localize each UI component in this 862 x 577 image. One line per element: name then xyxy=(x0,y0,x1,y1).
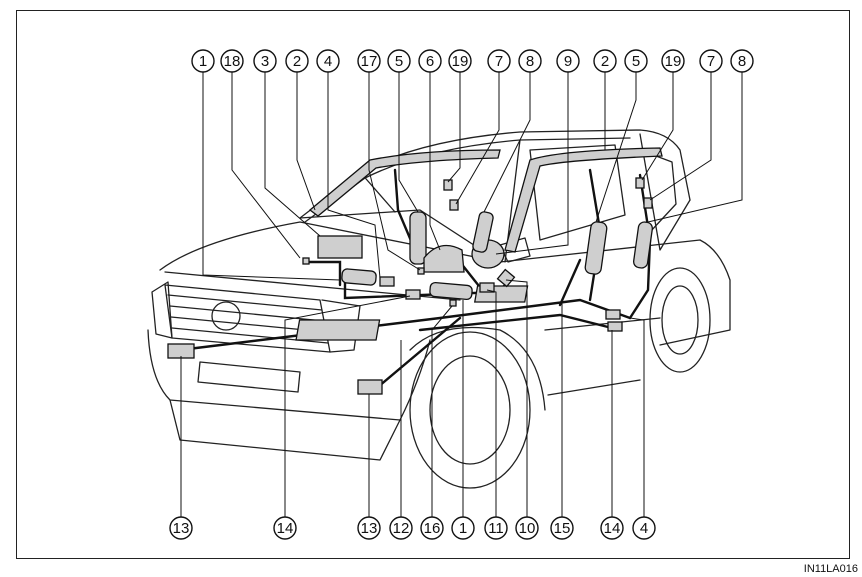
small-sensor-c xyxy=(417,267,425,275)
top-callout-9: 9 xyxy=(556,49,580,73)
bottom-callout-11: 11 xyxy=(484,516,508,540)
callout-number: 17 xyxy=(361,53,378,70)
top-callout-19: 19 xyxy=(448,49,472,73)
front-seat-cushion-airbag-left xyxy=(341,268,377,286)
roll-sensor-1 xyxy=(443,179,453,191)
top-callout-2: 2 xyxy=(593,49,617,73)
top-callout-7: 7 xyxy=(487,49,511,73)
curtain-airbag-left xyxy=(308,149,501,217)
seat-airbag-front-left xyxy=(409,211,427,265)
bottom-callout-10: 10 xyxy=(515,516,539,540)
callout-number: 5 xyxy=(632,53,640,70)
callout-number: 7 xyxy=(495,53,503,70)
callout-number: 1 xyxy=(199,53,207,70)
belt-pretensioner xyxy=(496,268,516,288)
callout-number: 8 xyxy=(526,53,534,70)
front-cushion-passenger xyxy=(472,211,494,253)
figure-frame xyxy=(16,10,850,559)
bottom-callout-14: 14 xyxy=(600,516,624,540)
connector-d xyxy=(605,309,621,320)
callout-number: 16 xyxy=(424,520,441,537)
front-sensor-right xyxy=(357,379,383,395)
callout-number: 5 xyxy=(395,53,403,70)
top-callout-1: 1 xyxy=(191,49,215,73)
callout-number: 15 xyxy=(554,520,571,537)
connector-b xyxy=(405,289,421,300)
callout-number: 4 xyxy=(324,53,332,70)
bottom-callout-1: 1 xyxy=(451,516,475,540)
callout-number: 3 xyxy=(261,53,269,70)
callout-number: 7 xyxy=(707,53,715,70)
front-sensor-left xyxy=(167,343,195,359)
small-sensor-a xyxy=(302,257,310,265)
top-callout-7: 7 xyxy=(699,49,723,73)
steering-airbag xyxy=(423,244,465,273)
bottom-callout-4: 4 xyxy=(632,516,656,540)
connector-c xyxy=(479,282,495,293)
callout-number: 6 xyxy=(426,53,434,70)
callout-number: 19 xyxy=(452,53,469,70)
connector-e xyxy=(607,321,623,332)
callout-number: 4 xyxy=(640,520,648,537)
airbag-ecu xyxy=(295,319,381,341)
callout-number: 11 xyxy=(488,520,504,537)
bottom-callout-13: 13 xyxy=(357,516,381,540)
roll-sensor-4 xyxy=(643,197,653,209)
callout-number: 13 xyxy=(361,520,378,537)
seat-airbag-front-right xyxy=(584,221,608,275)
seat-airbag-rear-right xyxy=(632,221,654,269)
top-callout-19: 19 xyxy=(661,49,685,73)
callout-number: 9 xyxy=(564,53,572,70)
top-callout-8: 8 xyxy=(730,49,754,73)
callout-number: 2 xyxy=(293,53,301,70)
curtain-airbags xyxy=(308,147,663,253)
callout-number: 10 xyxy=(519,520,536,537)
bottom-callout-12: 12 xyxy=(389,516,413,540)
front-seat-cushion-airbag-right xyxy=(429,281,473,301)
top-callout-8: 8 xyxy=(518,49,542,73)
callout-number: 13 xyxy=(173,520,190,537)
connector-a xyxy=(379,276,395,287)
top-callout-4: 4 xyxy=(316,49,340,73)
callout-number: 8 xyxy=(738,53,746,70)
callout-number: 2 xyxy=(601,53,609,70)
wiring-harness xyxy=(178,168,652,394)
knee-airbag-driver xyxy=(317,235,363,259)
callouts-top: 1 18 3 2 4 17 5 6 19 7 8 9 2 5 19 7 8 xyxy=(191,49,754,73)
bottom-callout-14: 14 xyxy=(273,516,297,540)
callout-number: 18 xyxy=(224,53,241,70)
top-callout-2: 2 xyxy=(285,49,309,73)
callout-number: 14 xyxy=(604,520,621,537)
roll-sensor-2 xyxy=(449,199,459,211)
curtain-airbag-right xyxy=(504,147,663,253)
callout-number: 19 xyxy=(665,53,682,70)
image-code: IN11LA016 xyxy=(803,563,858,575)
bottom-callout-15: 15 xyxy=(550,516,574,540)
small-sensor-b xyxy=(449,299,457,307)
top-callout-6: 6 xyxy=(418,49,442,73)
top-callout-3: 3 xyxy=(253,49,277,73)
callout-number: 1 xyxy=(459,520,467,537)
bottom-callout-13: 13 xyxy=(169,516,193,540)
callout-number: 12 xyxy=(393,520,410,537)
callout-number: 14 xyxy=(277,520,294,537)
leader-lines xyxy=(180,72,743,517)
roll-sensor-3 xyxy=(635,177,645,189)
top-callout-18: 18 xyxy=(220,49,244,73)
top-callout-5: 5 xyxy=(387,49,411,73)
top-callout-5: 5 xyxy=(624,49,648,73)
top-callout-17: 17 xyxy=(357,49,381,73)
bottom-callout-16: 16 xyxy=(420,516,444,540)
